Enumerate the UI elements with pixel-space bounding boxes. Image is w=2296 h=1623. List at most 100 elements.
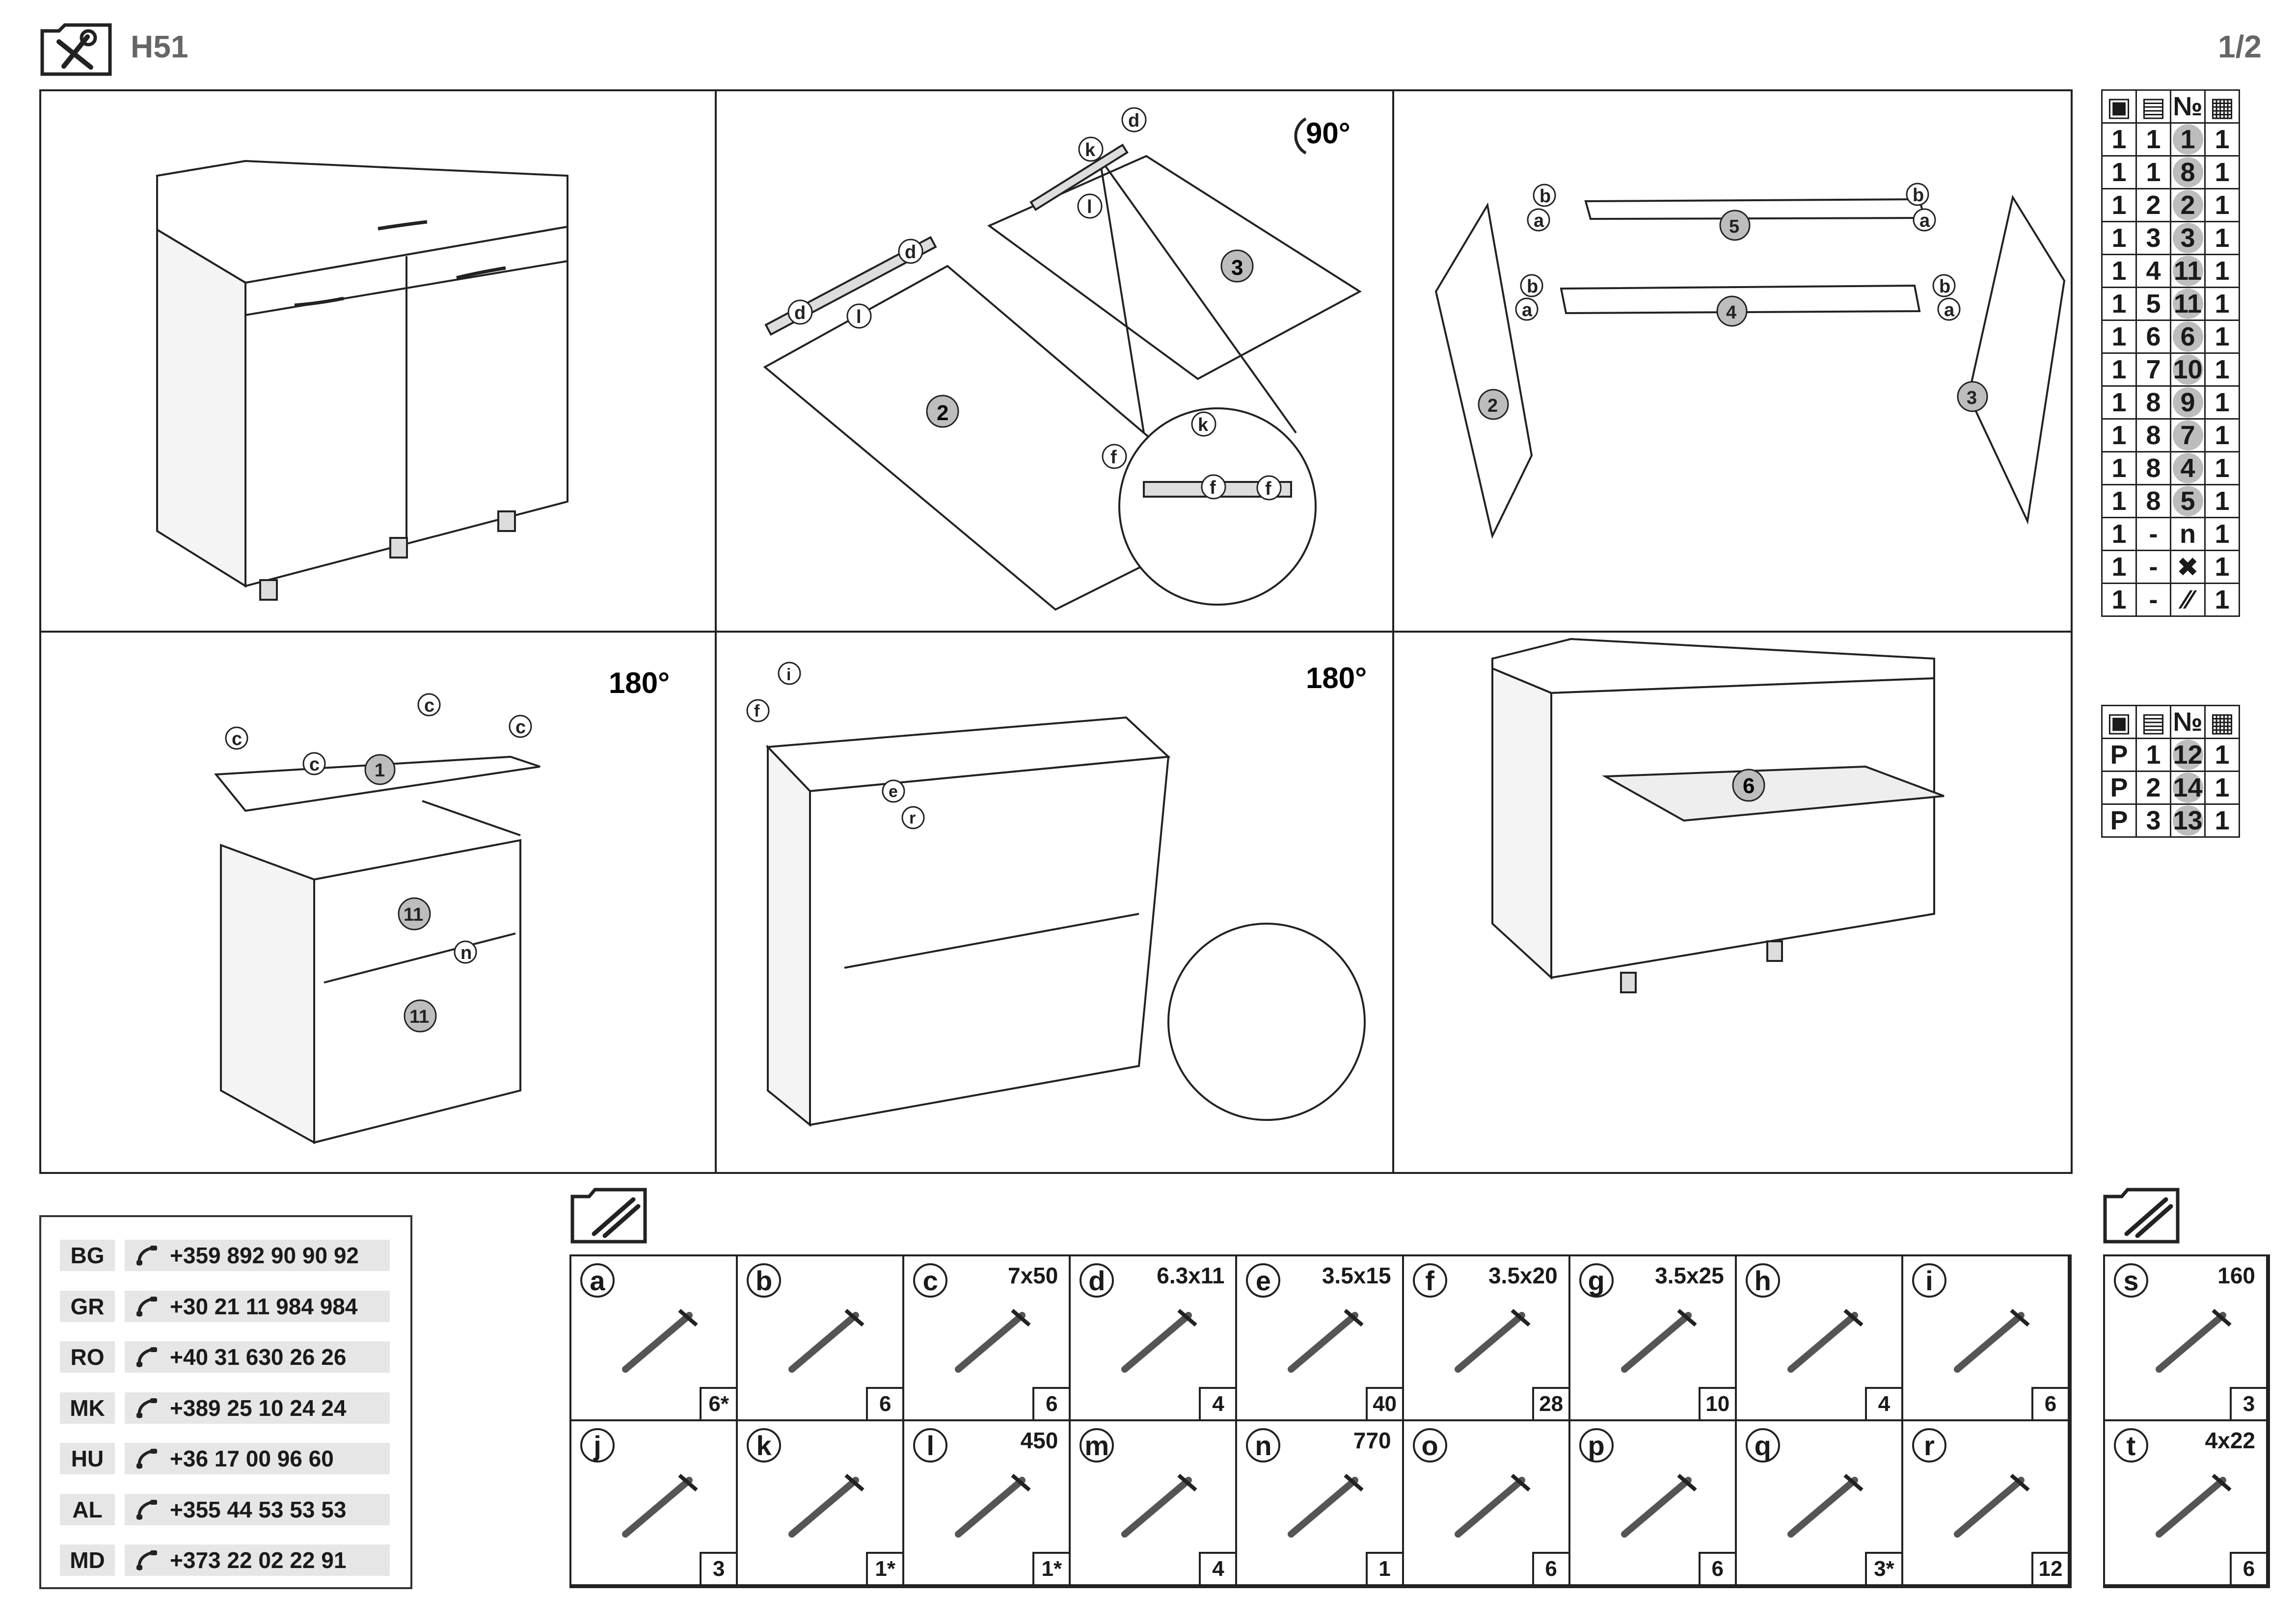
parts-cell: 1 bbox=[2204, 517, 2240, 551]
hardware-drawing-g-icon bbox=[1621, 1308, 1697, 1373]
step3-label-b1: b bbox=[1540, 186, 1551, 207]
step5-label-f: f bbox=[754, 702, 760, 720]
phone-number[interactable]: +373 22 02 22 91 bbox=[125, 1544, 390, 1576]
model-code: H51 bbox=[131, 29, 189, 64]
parts-cell: 1 bbox=[2135, 738, 2171, 772]
parts-cell: P bbox=[2101, 771, 2137, 805]
part-number: 5 bbox=[2170, 484, 2206, 518]
step2-label-f3: f bbox=[1265, 479, 1271, 499]
hardware-drawing-b-icon bbox=[788, 1308, 864, 1373]
hardware-quantity: 6 bbox=[1032, 1387, 1069, 1419]
hardware-drawing-t-icon bbox=[2156, 1473, 2232, 1538]
hardware-size: 450 bbox=[1020, 1428, 1058, 1453]
step4-drawing bbox=[214, 755, 540, 1144]
hardware-letter: t bbox=[2114, 1428, 2148, 1463]
parts-cell: 1 bbox=[2204, 287, 2240, 321]
country-code: RO bbox=[60, 1341, 115, 1373]
hardware-quantity: 6 bbox=[866, 1387, 903, 1419]
parts-cell: 1 bbox=[2204, 583, 2240, 617]
part-number: 11 bbox=[2170, 254, 2206, 288]
parts-cell: 1 bbox=[2101, 385, 2137, 420]
number-sign-header: № bbox=[2170, 89, 2206, 124]
step5-label-i: i bbox=[786, 665, 791, 684]
step3-part-5: 5 bbox=[1729, 216, 1739, 237]
hardware-size: 6.3x11 bbox=[1157, 1263, 1225, 1288]
phone-number[interactable]: +40 31 630 26 26 bbox=[125, 1341, 390, 1373]
parts-cell: 1 bbox=[2101, 122, 2137, 157]
phone-number[interactable]: +30 21 11 984 984 bbox=[125, 1290, 390, 1322]
phone-number[interactable]: +36 17 00 96 60 bbox=[125, 1443, 390, 1474]
parts-cell: 2 bbox=[2135, 771, 2171, 805]
hardware-letter: s bbox=[2114, 1263, 2148, 1298]
parts-cell: - bbox=[2135, 517, 2171, 551]
step2-drawing bbox=[763, 143, 1362, 611]
hardware-drawing-p-icon bbox=[1621, 1473, 1697, 1538]
phone-number[interactable]: +359 892 90 90 92 bbox=[125, 1240, 390, 1271]
parts-cell: 3 bbox=[2135, 803, 2171, 838]
step4-label-n: n bbox=[460, 943, 472, 963]
step6-drawing bbox=[1491, 638, 1945, 993]
parts-cell: 6 bbox=[2135, 319, 2171, 354]
hardware-drawing-m-icon bbox=[1121, 1473, 1197, 1538]
part-number: 4 bbox=[2170, 451, 2206, 485]
hardware-letter: i bbox=[1912, 1263, 1946, 1298]
step2-label-f1: f bbox=[1110, 447, 1117, 468]
parts-cell: 8 bbox=[2135, 484, 2171, 518]
panel-icon: ▦ bbox=[2204, 705, 2240, 739]
step2-label-k2: k bbox=[1198, 415, 1209, 435]
step2-part-2: 2 bbox=[937, 401, 948, 425]
hardware-quantity: 4 bbox=[1199, 1387, 1236, 1419]
step4-label-c3: c bbox=[424, 695, 434, 716]
hardware-quantity: 6 bbox=[1532, 1552, 1568, 1584]
hardware-quantity: 3 bbox=[2230, 1387, 2266, 1419]
step3-label-b2: b bbox=[1527, 276, 1538, 297]
hardware-size: 160 bbox=[2217, 1263, 2255, 1288]
step2-label-k1: k bbox=[1085, 140, 1096, 160]
parts-cell: 1 bbox=[2101, 188, 2137, 222]
parts-cell: 1 bbox=[2204, 451, 2240, 485]
phone-number[interactable]: +355 44 53 53 53 bbox=[125, 1493, 390, 1525]
parts-cell: 1 bbox=[2204, 771, 2240, 805]
step5-label-r: r bbox=[909, 809, 916, 827]
step2-label-d2: d bbox=[905, 242, 916, 263]
country-code: MK bbox=[60, 1392, 115, 1424]
hardware-letter: o bbox=[1412, 1428, 1447, 1463]
hardware-quantity: 1* bbox=[1032, 1552, 1069, 1584]
step4-label-c1: c bbox=[232, 729, 242, 749]
layers-icon: ▤ bbox=[2135, 705, 2171, 739]
hardware-quantity: 1* bbox=[866, 1552, 903, 1584]
part-number: 1 bbox=[2170, 122, 2206, 157]
parts-cell: 1 bbox=[2101, 221, 2137, 255]
step5-label-e: e bbox=[889, 782, 898, 801]
page-number: 1/2 bbox=[2218, 29, 2262, 64]
panel-icon: ▦ bbox=[2204, 89, 2240, 124]
parts-cell: 1 bbox=[2101, 583, 2137, 617]
tools-icon bbox=[39, 22, 113, 77]
hardware-drawing-i-icon bbox=[1953, 1308, 2030, 1373]
number-sign-header: № bbox=[2170, 705, 2206, 739]
hardware-drawing-o-icon bbox=[1454, 1473, 1531, 1538]
hardware-drawing-f-icon bbox=[1454, 1308, 1531, 1373]
parts-cell: 1 bbox=[2101, 451, 2137, 485]
hardware-quantity: 4 bbox=[1864, 1387, 1901, 1419]
phone-number[interactable]: +389 25 10 24 24 bbox=[125, 1392, 390, 1424]
